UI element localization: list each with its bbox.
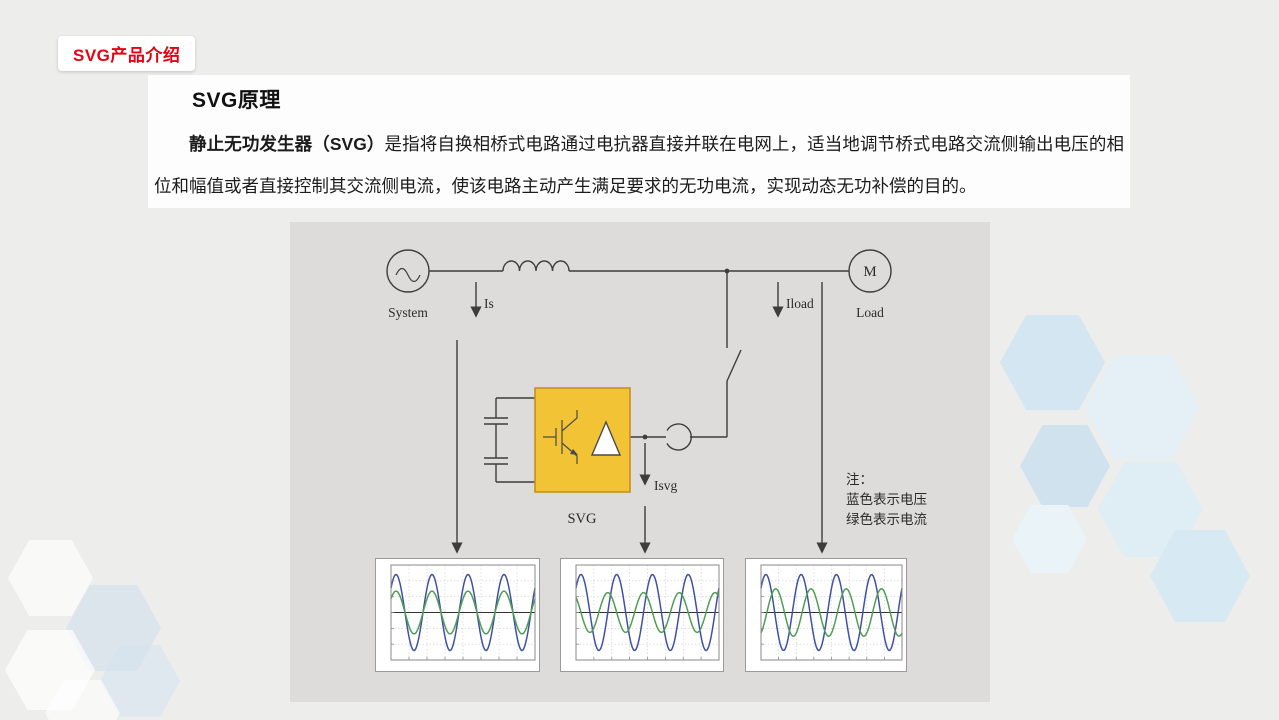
hexagon-shape: [8, 540, 93, 616]
junction-dot: [642, 434, 648, 440]
triangle-icon: [590, 420, 622, 456]
waveform-plot-load: [745, 558, 907, 672]
junction-dot: [724, 268, 730, 274]
diagram-panel: System Load M Is Iload Isvg SVG 注： 蓝色表示电…: [290, 222, 990, 702]
load-label: Load: [856, 305, 884, 320]
body-paragraph: 静止无功发生器（SVG）是指将自换相桥式电路通过电抗器直接并联在电网上，适当地调…: [154, 123, 1124, 207]
page-tag-label: SVG产品介绍: [73, 46, 181, 65]
waveform-plot-svg: [560, 558, 724, 672]
converter-label: SVG: [567, 511, 597, 527]
igbt-icon: [543, 410, 578, 464]
inductor-icon: [502, 260, 570, 272]
dc-capacitor-icon: [484, 397, 535, 483]
hexagon-shape: [1020, 425, 1110, 507]
hexagon-shape: [1000, 315, 1105, 410]
breaker-icon: [726, 271, 742, 437]
isvg-label: Isvg: [654, 478, 677, 493]
iload-label: Iload: [786, 296, 814, 311]
section-title: SVG原理: [192, 89, 281, 112]
page-tag: SVG产品介绍: [58, 36, 196, 71]
current-transformer-icon: [666, 423, 692, 451]
system-label: System: [388, 305, 428, 320]
load-motor-icon: [848, 249, 892, 293]
motor-letter: M: [863, 264, 876, 280]
is-label: Is: [484, 296, 494, 311]
content-band: SVG原理 静止无功发生器（SVG）是指将自换相桥式电路通过电抗器直接并联在电网…: [148, 75, 1130, 208]
body-text: 是指将自换相桥式电路通过电抗器直接并联在电网上，适当地调节桥式电路交流侧输出电压…: [154, 134, 1124, 196]
circuit-diagram: System Load M Is Iload Isvg SVG 注： 蓝色表示电…: [375, 249, 927, 672]
note-line-1: 注：: [846, 472, 873, 487]
svg-converter-box: [534, 387, 631, 493]
hexagon-shape: [1012, 505, 1087, 573]
note-line-2: 蓝色表示电压: [846, 491, 927, 507]
body-lead: 静止无功发生器（SVG）: [189, 134, 385, 154]
hexagon-shape: [1085, 355, 1200, 460]
waveform-plot-source: [375, 558, 540, 672]
note-line-3: 绿色表示电流: [846, 511, 927, 527]
legend-note: 注： 蓝色表示电压 绿色表示电流: [846, 472, 927, 527]
system-source-icon: [386, 249, 430, 293]
